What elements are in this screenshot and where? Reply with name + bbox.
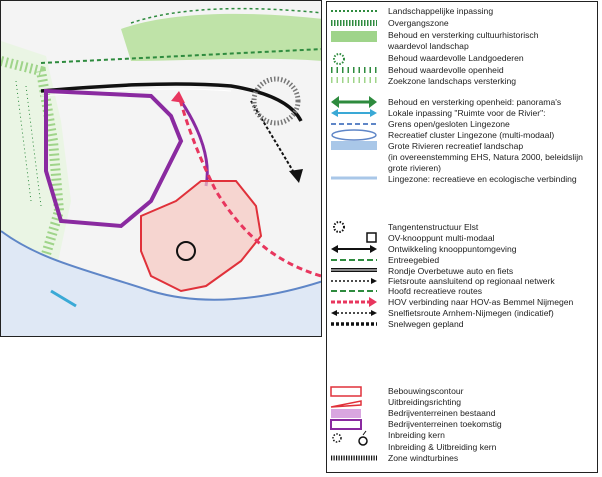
square-icon bbox=[366, 232, 377, 243]
red-wedge-icon bbox=[330, 400, 362, 408]
tangent-ring bbox=[251, 76, 301, 126]
black-dotted-arrowhead bbox=[289, 169, 303, 183]
cyan-double-arrow-icon bbox=[331, 109, 377, 117]
legend-label: Tangentenstructuur Elst bbox=[388, 222, 479, 232]
legend-label: HOV verbinding naar HOV-as Bemmel Nijmeg… bbox=[388, 297, 574, 307]
legend-label: Entreegebied bbox=[388, 255, 440, 265]
legend-label: Overgangszone bbox=[388, 18, 449, 28]
blue-ellipse-icon bbox=[331, 129, 377, 141]
legend-label: Bedrijventerreinen bestaand bbox=[388, 408, 496, 418]
legend-label: Rondje Overbetuwe auto en fiets bbox=[388, 266, 514, 276]
dotted-circle-green-icon bbox=[333, 53, 345, 65]
legend-label: OV-knooppunt multi-modaal bbox=[388, 233, 495, 243]
dotted-double-arrow-icon bbox=[331, 310, 377, 316]
legend-label: Behoud en versterking openheid: panorama… bbox=[388, 97, 562, 107]
hov-route bbox=[177, 95, 321, 278]
legend-label: Lokale inpassing "Ruimte voor de Rivier"… bbox=[388, 108, 546, 118]
black-double-arrow-icon bbox=[331, 245, 377, 253]
legend-label: Ontwikkeling knooppuntomgeving bbox=[388, 244, 517, 254]
business-area-future bbox=[44, 88, 184, 229]
black-dotted-route bbox=[250, 100, 297, 177]
river-area bbox=[1, 230, 321, 336]
red-outline-box-icon bbox=[330, 386, 362, 397]
legend-label: Snelwegen gepland bbox=[388, 319, 464, 329]
legend-panel: Landschappelijke inpassing Overgangszone… bbox=[326, 1, 598, 473]
purple-box-icon bbox=[330, 419, 362, 430]
legend-label: Zoekzone landschaps versterking bbox=[388, 76, 517, 86]
green-double-arrow-icon bbox=[331, 96, 377, 108]
purple-light-box-icon bbox=[331, 409, 361, 418]
legend-label: Inbreiding kern bbox=[388, 430, 445, 440]
cyan-arrow-icon bbox=[50, 289, 77, 308]
map-panel bbox=[0, 0, 322, 337]
legend-label: Grote Rivieren recreatief landschap bbox=[388, 141, 524, 151]
business-area-edge bbox=[179, 100, 209, 187]
legend-label: grote rivieren) bbox=[388, 163, 442, 173]
legend-symbols bbox=[330, 10, 377, 461]
hov-arrowhead bbox=[171, 91, 185, 103]
ring-arrow-icon bbox=[358, 430, 368, 446]
road-ring bbox=[40, 82, 303, 122]
legend-label: waardevol landschap bbox=[388, 41, 469, 51]
pink-dashed-arrow-icon bbox=[331, 297, 377, 307]
blue-area-icon bbox=[331, 141, 377, 150]
legend-label: Uitbreidingsrichting bbox=[388, 397, 462, 407]
legend-label: Snelfietsroute Arnhem-Nijmegen (indicati… bbox=[388, 308, 554, 318]
legend-label: Bedrijventerreinen toekomstig bbox=[388, 419, 502, 429]
legend-label: (in overeenstemming EHS, Natura 2000, be… bbox=[388, 152, 583, 162]
legend-label: Behoud en versterking cultuurhistorisch bbox=[388, 30, 539, 40]
legend-label: Grens open/gesloten Lingezone bbox=[388, 119, 510, 129]
legend-label: Lingezone: recreatieve en ecologische ve… bbox=[388, 174, 577, 184]
dotted-circle-black-icon bbox=[333, 221, 345, 233]
legend-label: Recreatief cluster Lingezone (multi-moda… bbox=[388, 130, 555, 140]
dotted-ring-icon bbox=[332, 433, 342, 443]
road-ring-inner bbox=[40, 88, 232, 97]
legend-label: Hoofd recreatieve routes bbox=[388, 286, 483, 296]
map-canvas bbox=[1, 1, 321, 336]
built-up-contour bbox=[140, 180, 263, 293]
green-area-icon bbox=[331, 31, 377, 42]
dotted-arrow-icon bbox=[331, 278, 377, 284]
legend-label: Inbreiding & Uitbreiding kern bbox=[388, 442, 497, 452]
legend-label: Landschappelijke inpassing bbox=[388, 6, 494, 16]
legend-label: Bebouwingscontour bbox=[388, 386, 464, 396]
legend-label: Behoud waardevolle openheid bbox=[388, 65, 504, 75]
legend-label: Behoud waardevolle Landgoederen bbox=[388, 53, 524, 63]
legend-label: Fietsroute aansluitend op regionaal netw… bbox=[388, 276, 555, 286]
center-ring-icon bbox=[176, 241, 196, 261]
legend-label: Zone windturbines bbox=[388, 453, 459, 463]
green-zone-top bbox=[40, 7, 321, 64]
